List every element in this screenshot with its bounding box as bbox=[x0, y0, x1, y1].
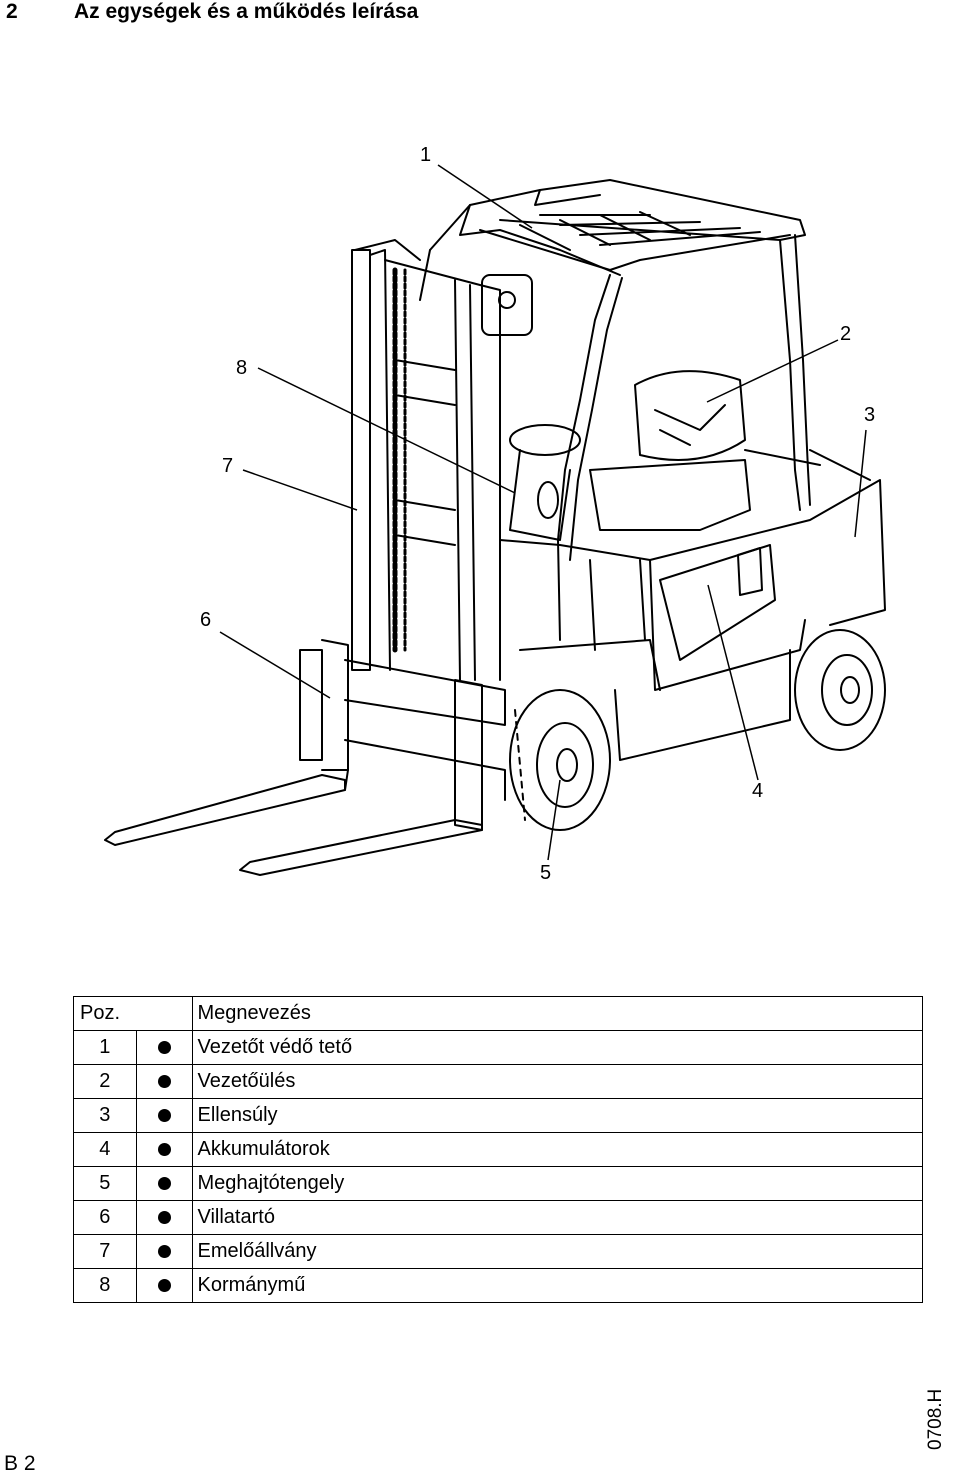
bullet-icon bbox=[135, 1030, 193, 1065]
callout-6: 6 bbox=[200, 609, 211, 631]
overhead-guard bbox=[419, 179, 811, 641]
table-row: 2 Vezetőülés bbox=[73, 1064, 923, 1099]
callout-3: 3 bbox=[864, 404, 875, 426]
callout-8: 8 bbox=[236, 357, 247, 379]
table-row: 6 Villatartó bbox=[73, 1200, 923, 1235]
callout-1: 1 bbox=[420, 144, 431, 166]
chapter-title: Az egységek és a működés leírása bbox=[74, 0, 419, 23]
bullet-icon bbox=[135, 1268, 193, 1303]
document-code: 0708.H bbox=[925, 1388, 946, 1450]
callout-4: 4 bbox=[752, 780, 763, 802]
bullet-icon bbox=[135, 1166, 193, 1201]
row-pos: 6 bbox=[73, 1200, 137, 1235]
row-pos: 7 bbox=[73, 1234, 137, 1269]
row-name: Ellensúly bbox=[191, 1098, 923, 1133]
table-row: 5 Meghajtótengely bbox=[73, 1166, 923, 1201]
header-pos: Poz. bbox=[73, 996, 136, 1031]
table-row: 7 Emelőállvány bbox=[73, 1234, 923, 1269]
table-row: 8 Kormánymű bbox=[73, 1268, 923, 1303]
forks bbox=[104, 774, 483, 876]
row-pos: 8 bbox=[73, 1268, 137, 1303]
bullet-icon bbox=[135, 1200, 193, 1235]
row-name: Akkumulátorok bbox=[191, 1132, 923, 1167]
legend-header-row: Poz. Megnevezés bbox=[73, 996, 923, 1031]
row-pos: 3 bbox=[73, 1098, 137, 1133]
header-name: Megnevezés bbox=[191, 996, 923, 1031]
bullet-icon bbox=[135, 1132, 193, 1167]
rear-wheel bbox=[794, 629, 886, 751]
legend-table: Poz. Megnevezés 1 Vezetőt védő tető 2 Ve… bbox=[73, 996, 923, 1303]
callout-7: 7 bbox=[222, 455, 233, 477]
row-pos: 5 bbox=[73, 1166, 137, 1201]
table-row: 4 Akkumulátorok bbox=[73, 1132, 923, 1167]
table-row: 3 Ellensúly bbox=[73, 1098, 923, 1133]
table-row: 1 Vezetőt védő tető bbox=[73, 1030, 923, 1065]
header-blank bbox=[136, 996, 193, 1031]
row-name: Vezetőt védő tető bbox=[191, 1030, 923, 1065]
steering-column bbox=[509, 424, 581, 541]
forklift-illustration: 1 2 3 4 5 6 7 8 bbox=[104, 144, 886, 884]
row-name: Meghajtótengely bbox=[191, 1166, 923, 1201]
row-pos: 1 bbox=[73, 1030, 137, 1065]
row-name: Kormánymű bbox=[191, 1268, 923, 1303]
callout-5: 5 bbox=[540, 862, 551, 884]
row-pos: 2 bbox=[73, 1064, 137, 1099]
chapter-number: 2 bbox=[6, 0, 18, 23]
page-header: 2 Az egységek és a működés leírása bbox=[0, 0, 960, 30]
page-number: B 2 bbox=[4, 1452, 36, 1475]
bullet-icon bbox=[135, 1064, 193, 1099]
seat bbox=[589, 370, 751, 531]
mast bbox=[351, 239, 533, 681]
front-wheel bbox=[509, 689, 611, 831]
callout-2: 2 bbox=[840, 323, 851, 345]
row-name: Villatartó bbox=[191, 1200, 923, 1235]
row-name: Emelőállvány bbox=[191, 1234, 923, 1269]
bullet-icon bbox=[135, 1098, 193, 1133]
bullet-icon bbox=[135, 1234, 193, 1269]
row-name: Vezetőülés bbox=[191, 1064, 923, 1099]
chassis bbox=[499, 449, 886, 761]
row-pos: 4 bbox=[73, 1132, 137, 1167]
